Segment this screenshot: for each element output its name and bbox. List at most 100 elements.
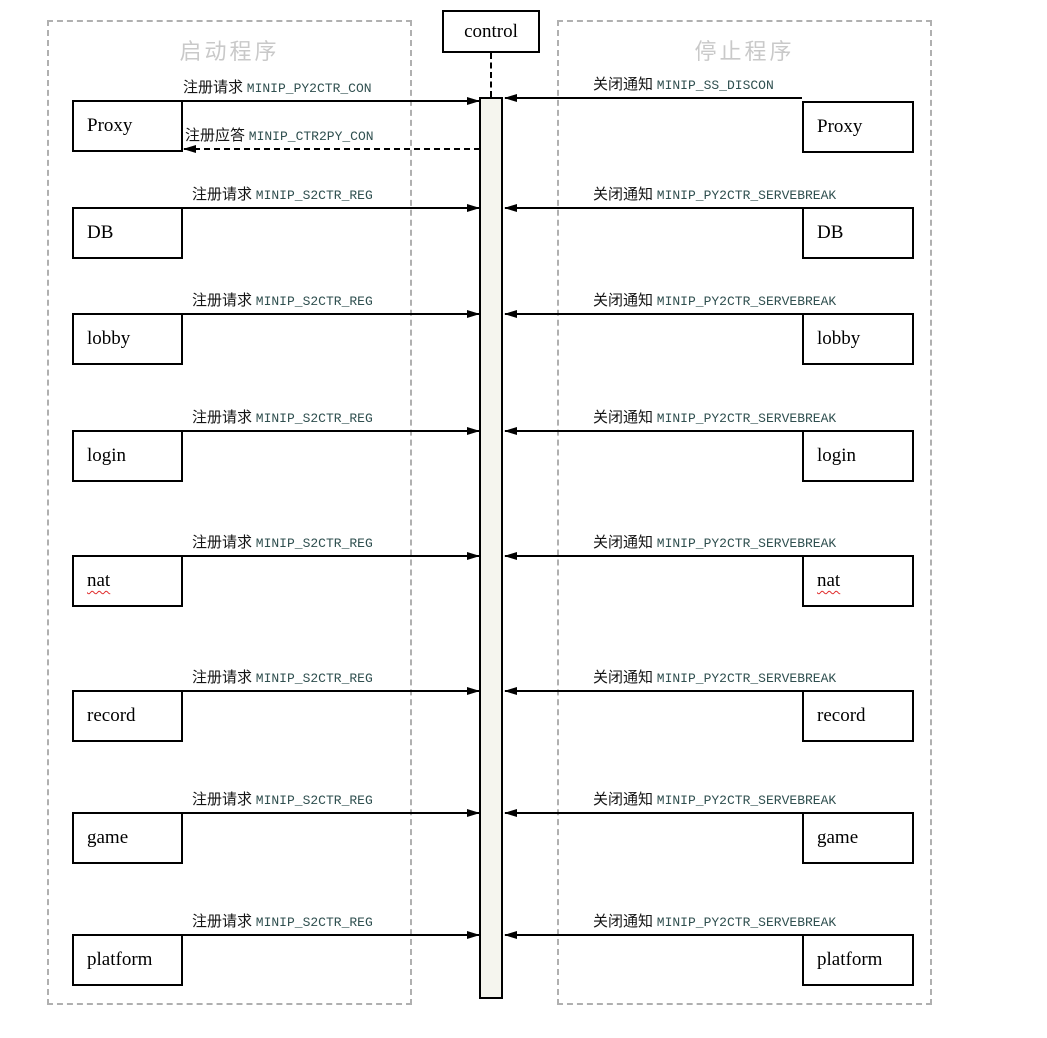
shutdown-notice-code: MINIP_PY2CTR_SERVEBREAK [656,793,837,808]
control-label: control [464,20,518,42]
shutdown-notice-arrow [504,204,802,212]
shutdown-notice-arrow [504,931,802,939]
register-request-arrow [183,809,480,817]
server-box-stop: record [802,690,914,742]
shutdown-notice-arrow [504,809,802,817]
shutdown-notice-label: 关闭通知 MINIP_PY2CTR_SERVEBREAK [593,291,836,311]
arrowhead-left-icon [504,931,517,939]
server-box-start: login [72,430,183,482]
register-reply-text: 注册应答 [185,128,246,144]
register-request-code: MINIP_S2CTR_REG [255,793,373,808]
register-request-code: MINIP_S2CTR_REG [255,915,373,930]
server-name: game [87,827,129,848]
server-box-start: nat [72,555,183,607]
shutdown-notice-text: 关闭通知 [593,187,654,203]
shutdown-notice-arrow [504,94,802,102]
register-request-label: 注册请求 MINIP_S2CTR_REG [192,790,373,810]
arrowhead-left-icon [183,145,196,153]
arrowhead-right-icon [467,97,480,105]
shutdown-notice-text: 关闭通知 [593,77,654,93]
shutdown-notice-arrow [504,687,802,695]
shutdown-notice-code: MINIP_PY2CTR_SERVEBREAK [656,411,837,426]
register-request-arrow [183,427,480,435]
register-request-arrow [183,204,480,212]
shutdown-notice-code: MINIP_SS_DISCON [656,78,774,93]
register-request-code: MINIP_PY2CTR_CON [246,81,372,96]
shutdown-notice-code: MINIP_PY2CTR_SERVEBREAK [656,188,837,203]
arrowhead-right-icon [467,809,480,817]
shutdown-notice-arrow [504,552,802,560]
shutdown-notice-text: 关闭通知 [593,670,654,686]
register-request-label: 注册请求 MINIP_S2CTR_REG [192,668,373,688]
register-request-text: 注册请求 [192,535,253,551]
server-name: DB [87,222,114,243]
arrowhead-left-icon [504,427,517,435]
register-request-text: 注册请求 [192,670,253,686]
shutdown-notice-arrow [504,310,802,318]
arrowhead-right-icon [467,204,480,212]
arrowhead-right-icon [467,310,480,318]
server-name: login [817,445,857,466]
server-box-start: Proxy [72,100,183,152]
register-request-code: MINIP_S2CTR_REG [255,294,373,309]
register-request-code: MINIP_S2CTR_REG [255,536,373,551]
server-box-start: lobby [72,313,183,365]
shutdown-notice-label: 关闭通知 MINIP_SS_DISCON [593,75,774,95]
register-request-arrow [183,310,480,318]
server-name: nat [87,570,111,591]
shutdown-notice-text: 关闭通知 [593,535,654,551]
register-request-text: 注册请求 [192,187,253,203]
shutdown-notice-code: MINIP_PY2CTR_SERVEBREAK [656,915,837,930]
server-name: game [817,827,859,848]
server-name: Proxy [817,116,863,137]
register-request-text: 注册请求 [192,293,253,309]
arrowhead-left-icon [504,204,517,212]
register-request-arrow [183,931,480,939]
register-request-label: 注册请求 MINIP_S2CTR_REG [192,408,373,428]
arrowhead-left-icon [504,687,517,695]
arrowhead-right-icon [467,552,480,560]
shutdown-notice-arrow [504,427,802,435]
shutdown-notice-text: 关闭通知 [593,914,654,930]
arrowhead-left-icon [504,94,517,102]
register-request-label: 注册请求 MINIP_S2CTR_REG [192,533,373,553]
server-name: platform [87,949,153,970]
shutdown-notice-text: 关闭通知 [593,293,654,309]
arrowhead-left-icon [504,310,517,318]
arrowhead-right-icon [467,687,480,695]
server-name: platform [817,949,883,970]
register-reply-code: MINIP_CTR2PY_CON [248,129,374,144]
register-request-text: 注册请求 [192,914,253,930]
control-lifeline [490,53,492,97]
register-request-text: 注册请求 [192,792,253,808]
arrowhead-left-icon [504,809,517,817]
control-activation-bar [479,97,503,999]
server-box-start: record [72,690,183,742]
register-request-label: 注册请求 MINIP_S2CTR_REG [192,291,373,311]
server-name: DB [817,222,844,243]
register-request-text: 注册请求 [183,80,244,96]
control-box: control [442,10,540,53]
arrowhead-right-icon [467,931,480,939]
server-box-start: DB [72,207,183,259]
server-box-start: game [72,812,183,864]
server-box-stop: lobby [802,313,914,365]
server-box-stop: Proxy [802,101,914,153]
server-name: login [87,445,127,466]
server-name: lobby [87,328,131,349]
server-name: lobby [817,328,861,349]
server-name: Proxy [87,115,133,136]
register-request-arrow [183,97,480,105]
register-reply-arrow [183,145,480,153]
server-box-start: platform [72,934,183,986]
arrowhead-right-icon [467,427,480,435]
shutdown-notice-text: 关闭通知 [593,792,654,808]
register-request-label: 注册请求 MINIP_PY2CTR_CON [183,78,372,98]
server-box-stop: login [802,430,914,482]
register-request-arrow [183,552,480,560]
arrowhead-left-icon [504,552,517,560]
register-request-label: 注册请求 MINIP_S2CTR_REG [192,912,373,932]
shutdown-notice-code: MINIP_PY2CTR_SERVEBREAK [656,294,837,309]
register-request-label: 注册请求 MINIP_S2CTR_REG [192,185,373,205]
